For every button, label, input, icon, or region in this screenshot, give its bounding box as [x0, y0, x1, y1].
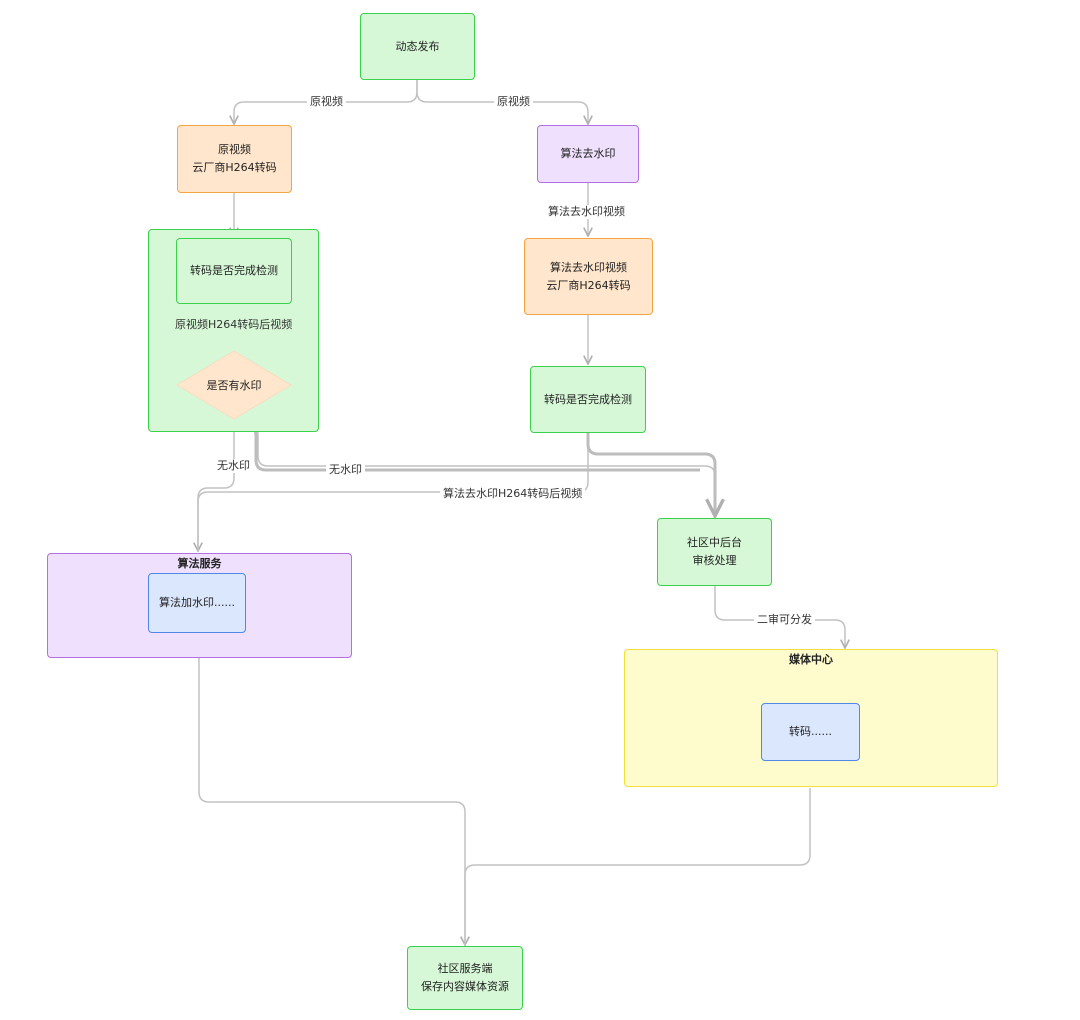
- edge-label-dewatermarked-video: 算法去水印视频: [545, 205, 628, 219]
- node-review[interactable]: 社区中后台 审核处理: [657, 518, 772, 586]
- edge-label-no-watermark-left: 无水印: [214, 459, 253, 473]
- edge-decision-to-algo-service: [198, 420, 235, 551]
- node-media-transcode[interactable]: 转码......: [761, 703, 860, 761]
- node-raw-check[interactable]: 转码是否完成检测: [176, 238, 292, 304]
- edge-check-to-algo-service: [197, 433, 589, 551]
- edge-label-algo-h264-video: 算法去水印H264转码后视频: [440, 487, 586, 501]
- node-watermark-decision[interactable]: 是否有水印: [176, 350, 292, 420]
- edge-media-to-server: [464, 788, 811, 945]
- node-algo-transcode[interactable]: 算法去水印视频 云厂商H264转码: [524, 238, 653, 315]
- node-algo-add-watermark[interactable]: 算法加水印......: [148, 573, 246, 633]
- edge-label-raw-video-right: 原视频: [494, 95, 533, 109]
- decision-label: 是否有水印: [206, 379, 262, 392]
- edge-label-second-review: 二审可分发: [754, 613, 815, 627]
- node-server-save[interactable]: 社区服务端 保存内容媒体资源: [407, 946, 523, 1010]
- decision-diamond-shape: [176, 350, 292, 420]
- algo-service-title: 算法服务: [177, 557, 222, 570]
- edge-algo-service-to-server: [198, 658, 465, 945]
- edge-label-raw-h264-video: 原视频H264转码后视频: [172, 318, 296, 332]
- node-raw-transcode[interactable]: 原视频 云厂商H264转码: [177, 125, 292, 193]
- node-publish[interactable]: 动态发布: [360, 13, 475, 80]
- media-center-title: 媒体中心: [789, 653, 833, 666]
- node-algo-check[interactable]: 转码是否完成检测: [530, 366, 646, 433]
- edge-label-raw-video-left: 原视频: [307, 95, 346, 109]
- node-algo-dewatermark[interactable]: 算法去水印: [537, 125, 639, 183]
- edge-label-no-watermark-right: 无水印: [326, 463, 365, 477]
- edge-algo-check-to-review: [586, 433, 715, 516]
